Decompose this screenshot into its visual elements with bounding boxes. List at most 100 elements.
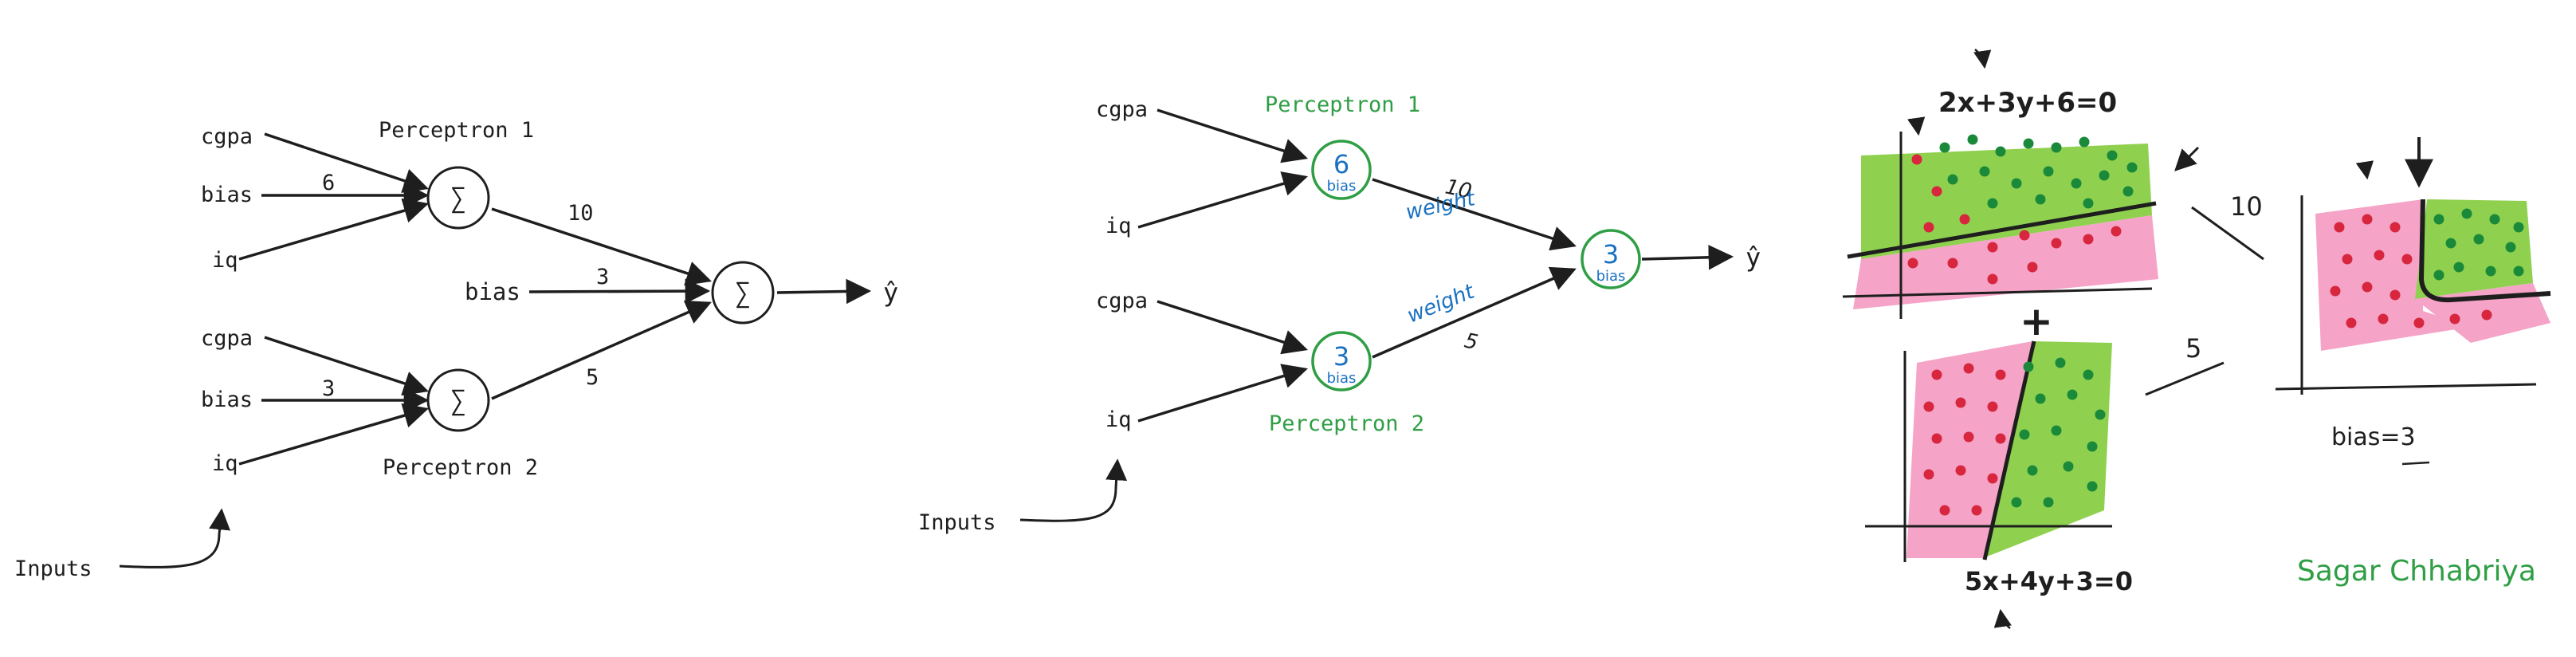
combined-plot-x-axis [2275, 383, 2537, 391]
combined-plot-green-region [2415, 199, 2533, 299]
combined-annotation-arrow [2355, 160, 2374, 180]
top-plot-green-dot [1995, 146, 2006, 157]
top-plot-decision-line [1847, 201, 2157, 259]
left-p1-title: Perceptron 1 [379, 118, 534, 143]
top-plot-green-dot [2122, 186, 2134, 197]
combined-plot-decision-curve [2418, 199, 2551, 303]
mid-p1-bias-value: 6 [1333, 149, 1349, 179]
top-plot-green-dot [2083, 198, 2094, 209]
mid-top-input-iq: iq [1105, 214, 1132, 238]
combined-plot-green-dot [2445, 238, 2456, 249]
top-plot-red-dot [1959, 214, 1970, 225]
bottom-plot-green-dot [2043, 497, 2054, 508]
top-eq-annotation-arrow [1973, 49, 1992, 69]
bottom-plot-green-dot [2019, 429, 2030, 440]
combined-plot-dots [2330, 208, 2524, 328]
left-inputs-arrow [119, 508, 231, 568]
top-plot-green-dot [2035, 194, 2046, 205]
top-plot-equation: 2x+3y+6=0 [1938, 87, 2117, 119]
combined-plot-red-dot [2346, 317, 2357, 328]
bottom-plot-green-dot [2011, 497, 2022, 508]
top-plot-pink-region [1853, 215, 2158, 309]
mid-p1-node [1311, 140, 1372, 200]
left-weight-top: 10 [567, 201, 594, 226]
left-edge-p2-out [491, 300, 712, 400]
left-p2-input-cgpa: cgpa [201, 326, 253, 351]
bottom-plot-pink-region [1906, 341, 2032, 558]
left-p2-sum-symbol: ∑ [450, 385, 466, 417]
bottom-plot-red-dot [1955, 397, 1966, 408]
left-p1-input-cgpa: cgpa [201, 124, 253, 149]
combined-plot-green-dot [2485, 266, 2496, 277]
combined-plot-green-dot [2513, 222, 2524, 233]
combined-plot-green-dot [2453, 262, 2464, 273]
mid-p2-node [1311, 331, 1372, 391]
mid-edge-p2-out [1372, 266, 1577, 359]
bottom-plot-green-dot [2095, 409, 2106, 420]
mid-weight-bottom-word: weight [1404, 280, 1478, 328]
sketch-weight-top: 10 [2230, 191, 2263, 222]
left-inputs-caption: Inputs [14, 557, 92, 581]
combined-plot-red-dot [2449, 313, 2460, 325]
combined-plot-red-dot [2330, 285, 2341, 297]
combined-plot-green-dot [2433, 214, 2444, 225]
mid-edge-cgpa-p2 [1156, 300, 1308, 355]
left-p2-edge-cgpa [264, 336, 429, 396]
top-plot-green-dot [2079, 136, 2090, 148]
bottom-plot-green-dot [2083, 369, 2094, 380]
middle-network: cgpa iq cgpa iq Perceptron 1 Perceptron … [918, 92, 1761, 535]
left-p1-input-iq: iq [212, 248, 238, 273]
left-p2-input-bias: bias [201, 388, 253, 412]
mid-output-bias-word: bias [1596, 268, 1626, 285]
top-plot-x-axis [1842, 287, 2153, 298]
bottom-plot-decision-line [1982, 340, 2036, 561]
left-p1-sum-symbol: ∑ [450, 183, 466, 214]
left-network: cgpa bias iq Perceptron 1 6 ∑ cgpa bias … [14, 118, 898, 581]
bottom-plot-red-dot [1939, 505, 1950, 516]
mid-bottom-input-iq: iq [1105, 407, 1132, 432]
top-plot-green-dot [2043, 166, 2054, 177]
bottom-plot-red-dot [1963, 363, 1974, 374]
combined-plot-red-dot [2401, 254, 2413, 265]
left-p2-node [426, 368, 490, 432]
combined-plot-green-dot [2473, 234, 2484, 245]
top-plot-red-dot [1987, 273, 1998, 285]
sketch-weight-top-stroke [2191, 206, 2264, 261]
left-out-bias-weight: 3 [596, 265, 609, 289]
top-plot-green-region [1861, 144, 2152, 259]
sketch-weight-bottom-stroke [2145, 361, 2225, 396]
left-edge-output [776, 278, 872, 305]
left-p1-edge-cgpa [264, 132, 429, 193]
left-output-yhat: ŷ [883, 277, 898, 308]
left-p1-edge-iq [238, 198, 430, 261]
top-plot-red-dot [2027, 262, 2038, 273]
top-plot-pointer-arrow [2174, 146, 2200, 171]
top-plot-red-dot [1987, 242, 1998, 253]
top-plot-green-dot [2051, 142, 2062, 153]
left-output-sum-symbol: ∑ [735, 277, 751, 309]
bottom-plot-red-dot [1963, 431, 1974, 443]
bottom-plot-red-dot [1987, 473, 1998, 484]
top-plot-red-dot [2111, 226, 2122, 237]
top-plot-red-dot [1947, 258, 1958, 269]
top-plot-green-dot [2071, 178, 2082, 189]
mid-weight-top-value: 10 [1443, 175, 1475, 204]
mid-top-input-cgpa: cgpa [1096, 97, 1148, 122]
top-plot-dots [1907, 134, 2138, 285]
combined-plot-red-dot [2378, 313, 2389, 325]
left-p2-title: Perceptron 2 [383, 455, 538, 480]
combined-plot-green-dot [2489, 214, 2500, 225]
mid-p2-bias-word: bias [1327, 370, 1357, 387]
left-p2-input-iq: iq [212, 451, 238, 476]
bottom-plot-red-dot [1987, 401, 1998, 412]
left-edge-out-bias [528, 278, 711, 304]
bottom-plot-red-dot [1931, 433, 1942, 444]
mid-inputs-caption: Inputs [918, 510, 996, 535]
top-plot-green-dot [1939, 142, 1950, 153]
mid-weight-bottom-value: 5 [1463, 329, 1480, 356]
bottom-plot-green-dot [2051, 425, 2062, 436]
top-plot-red-dot [2083, 234, 2094, 245]
bottom-plot-green-dot [2063, 461, 2074, 472]
bottom-eq-annotation-arrow [1993, 608, 2012, 629]
